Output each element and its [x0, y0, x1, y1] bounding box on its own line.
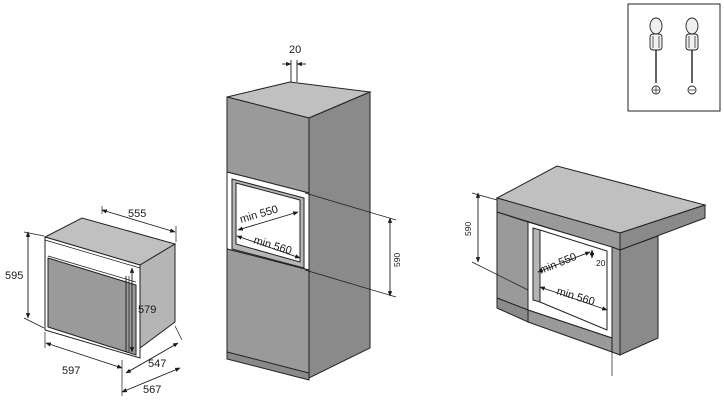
left-cabinet-panel — [496, 211, 529, 311]
oven-drawing: 555 595 579 597 547 567 — [5, 206, 183, 396]
phillips-screwdriver-icon — [649, 17, 663, 95]
under-counter-side — [619, 235, 659, 356]
dim-oven-depth-body: 547 — [148, 358, 166, 370]
dim-oven-width: 597 — [62, 365, 80, 377]
dim-under-rear-gap: 20 — [596, 258, 606, 268]
dim-tall-top-gap: 20 — [289, 44, 301, 56]
under-counter-drawing: 590 min 550 20 min 560 — [463, 165, 707, 376]
tools-box — [627, 3, 721, 112]
flathead-screwdriver-icon — [685, 17, 699, 95]
tools-frame — [627, 3, 721, 112]
dim-oven-height: 595 — [5, 270, 23, 282]
tall-unit-drawing: 20 min 550 min 560 590 — [226, 44, 402, 381]
dim-oven-depth-total: 567 — [143, 384, 161, 396]
dim-oven-top-depth: 555 — [128, 208, 146, 220]
tall-unit-side — [308, 91, 371, 379]
dim-under-niche-height: 590 — [463, 222, 473, 236]
dim-oven-front-height: 579 — [138, 304, 156, 316]
dim-tall-niche-height: 590 — [392, 253, 402, 267]
